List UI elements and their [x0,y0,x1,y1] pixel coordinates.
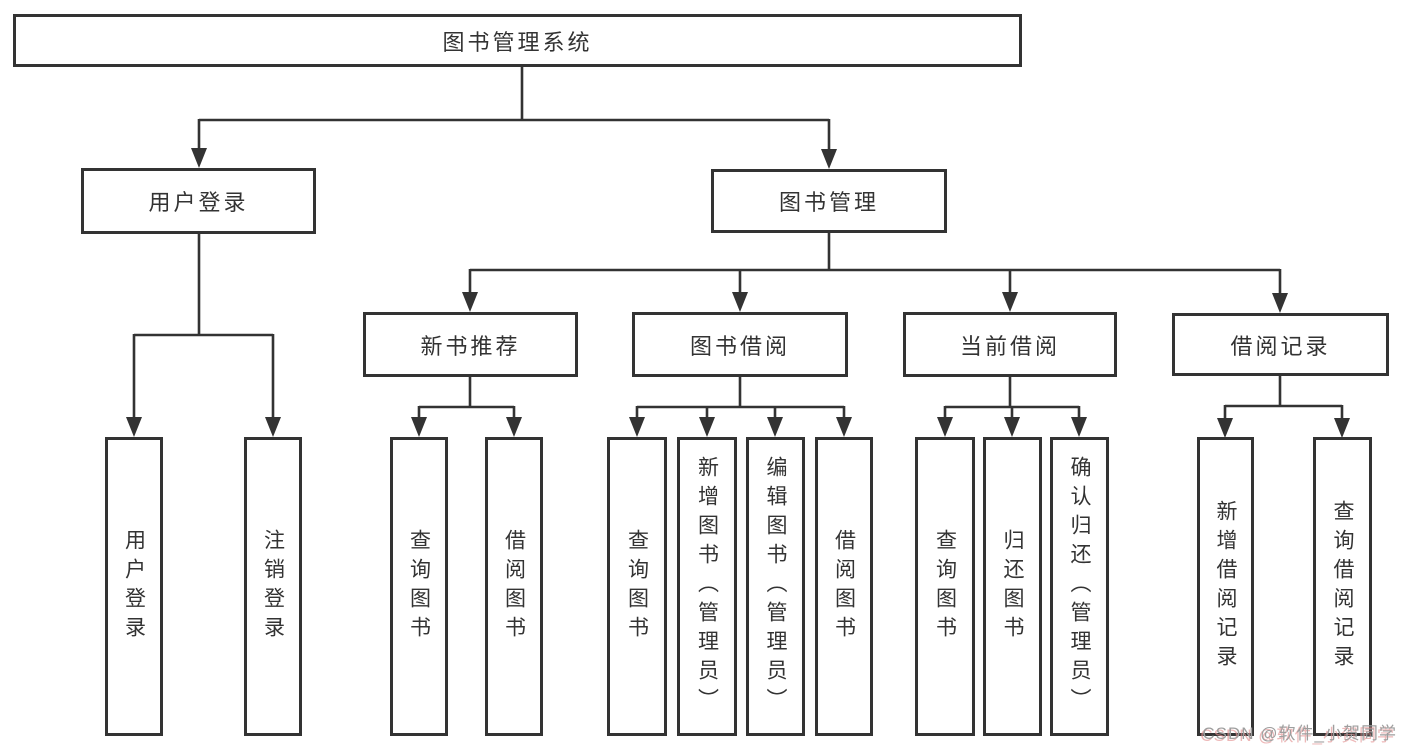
leaf-return-books-label: 归还图书 [1001,528,1024,645]
node-user-login-label: 用户登录 [148,190,249,215]
arrowhead [821,149,837,169]
arrowhead [699,417,715,437]
node-book-management-label: 图书管理 [778,190,879,215]
leaf-query-books-current-label: 查询图书 [933,528,957,645]
arrowhead [1272,293,1288,313]
leaf-query-books-recommend-label: 查询图书 [407,528,431,645]
arrowhead [937,417,953,437]
leaf-add-borrow-record: 新增借阅记录 [1197,437,1254,736]
watermark: CSDN @软件_小贺同学 [1202,724,1397,743]
leaf-logout: 注销登录 [244,437,302,736]
leaf-add-borrow-record-label: 新增借阅记录 [1214,499,1237,674]
leaf-user-login-label: 用户登录 [122,528,146,645]
node-user-login: 用户登录 [81,168,316,234]
arrowhead [126,417,142,437]
arrowhead [629,417,645,437]
leaf-query-borrow-record-label: 查询借阅记录 [1331,499,1354,674]
arrowhead [836,417,852,437]
node-root-label: 图书管理系统 [442,29,593,55]
arrowhead [462,292,478,312]
arrowhead [1002,292,1018,312]
leaf-query-borrow-record: 查询借阅记录 [1313,437,1372,736]
arrowhead [732,292,748,312]
arrowhead [1334,418,1350,438]
leaf-return-books: 归还图书 [983,437,1042,736]
leaf-confirm-return-admin: 确认归还（管理员） [1050,437,1109,736]
leaf-edit-books-admin: 编辑图书（管理员） [746,437,805,736]
arrowhead [411,417,427,437]
node-new-book-recommend-label: 新书推荐 [420,333,521,359]
arrowhead [1071,417,1087,437]
arrowhead [191,148,207,168]
node-book-borrowing-label: 图书借阅 [689,333,790,359]
arrowhead [1004,417,1020,437]
node-borrow-records: 借阅记录 [1172,313,1389,376]
leaf-edit-books-admin-label: 编辑图书（管理员） [764,456,787,717]
node-current-borrowing-label: 当前借阅 [959,333,1060,359]
leaf-add-books-admin: 新增图书（管理员） [677,437,737,736]
connector-path [132,67,1344,422]
leaf-user-login: 用户登录 [105,437,163,736]
node-new-book-recommend: 新书推荐 [363,312,578,377]
node-borrow-records-label: 借阅记录 [1230,333,1331,359]
arrowhead [767,417,783,437]
node-current-borrowing: 当前借阅 [903,312,1117,377]
leaf-borrow-books: 借阅图书 [815,437,873,736]
node-book-borrowing: 图书借阅 [632,312,848,377]
leaf-query-books-current: 查询图书 [915,437,975,736]
leaf-query-books-borrowing-label: 查询图书 [625,528,649,645]
leaf-confirm-return-admin-label: 确认归还（管理员） [1068,456,1091,717]
leaf-borrow-books-recommend-label: 借阅图书 [502,528,526,645]
leaf-borrow-books-recommend: 借阅图书 [485,437,543,736]
leaf-query-books-recommend: 查询图书 [390,437,448,736]
node-root: 图书管理系统 [13,14,1022,67]
node-book-management: 图书管理 [711,169,947,233]
arrowhead [1217,418,1233,438]
arrowhead [506,417,522,437]
leaf-add-books-admin-label: 新增图书（管理员） [695,456,719,717]
arrowheads [126,148,1350,438]
arrowhead [265,417,281,437]
leaf-query-books-borrowing: 查询图书 [607,437,667,736]
leaf-borrow-books-label: 借阅图书 [832,528,856,645]
leaf-logout-label: 注销登录 [261,528,285,645]
